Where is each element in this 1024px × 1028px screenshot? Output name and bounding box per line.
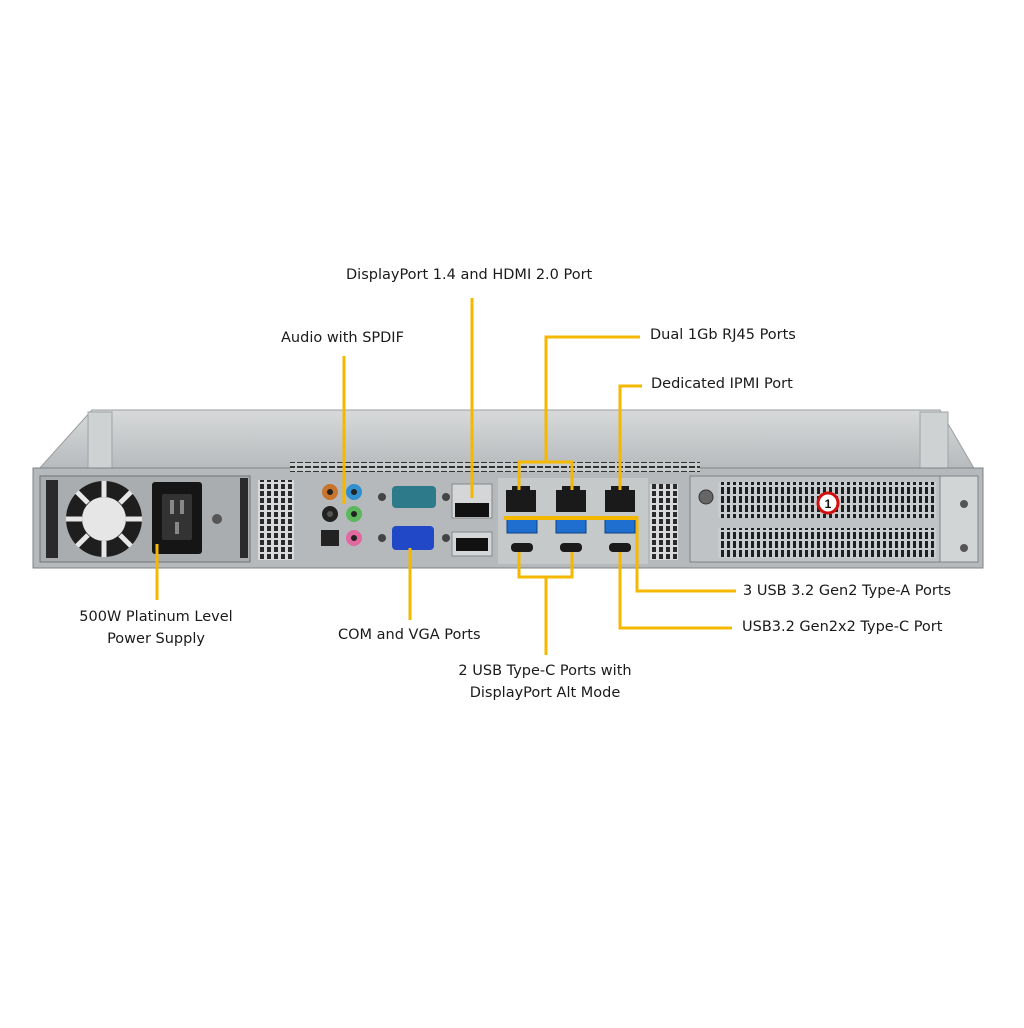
label-displayport-hdmi: DisplayPort 1.4 and HDMI 2.0 Port [346,267,593,283]
power-supply-module [39,475,251,563]
label-psu-line2: Power Supply [107,631,205,647]
expansion-slots [689,475,979,563]
label-usb-typec-line2: DisplayPort Alt Mode [469,685,621,701]
vent-grille-right [650,484,678,560]
label-dual-rj45: Dual 1Gb RJ45 Ports [650,327,796,343]
label-psu-line1: 500W Platinum Level [79,609,233,625]
callout-lines [155,298,736,655]
com-port [378,486,450,508]
rj45-usb-block [498,478,648,564]
label-usb-typea: 3 USB 3.2 Gen2 Type-A Ports [743,583,952,599]
vent-grille-left [258,480,294,560]
vga-port [378,526,450,550]
psu-fan-grille [66,481,142,557]
slot-marker-number: 1 [825,497,832,511]
displayport-hdmi-ports [451,483,493,557]
label-com-vga: COM and VGA Ports [338,627,481,643]
label-usb-typec-line1: 2 USB Type-C Ports with [458,663,632,679]
chassis-top [36,409,976,471]
label-audio: Audio with SPDIF [281,330,404,346]
label-usb-gen2x2: USB3.2 Gen2x2 Type-C Port [742,619,943,635]
audio-jacks [321,484,362,546]
slot-marker: 1 [816,491,840,515]
label-ipmi: Dedicated IPMI Port [651,376,793,392]
